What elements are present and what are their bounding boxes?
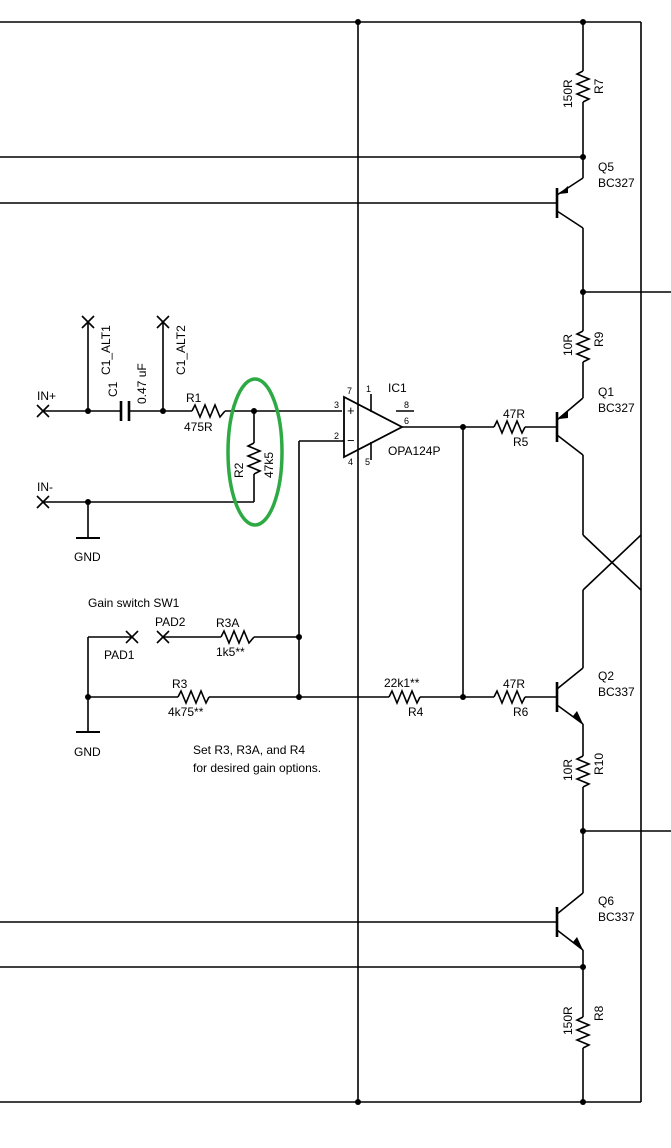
note-line1: Set R3, R3A, and R4: [193, 743, 305, 757]
r6-value: 47R: [503, 677, 525, 691]
gain-section: Gain switch SW1 PAD1 PAD2 R3A 1k5** R3 4…: [74, 596, 494, 775]
output-stage: 47R R5 47R R6 150R R7 Q5 BC327 10R R9: [493, 19, 642, 1105]
opamp-pin2: 2: [334, 431, 339, 441]
q6-arrow-icon: [573, 937, 583, 950]
in-minus-label: IN-: [37, 480, 53, 494]
q6-collector: [556, 892, 584, 915]
q2-arrow-icon: [573, 711, 583, 724]
opamp-pin1: 1: [366, 384, 371, 394]
highlight-ellipse: [226, 377, 284, 527]
r3a-resistor: [220, 628, 255, 646]
opamp-pin6: 6: [404, 416, 409, 426]
r1-value: 475R: [184, 420, 213, 434]
in-plus-label: IN+: [37, 389, 56, 403]
opamp-triangle: [343, 395, 404, 459]
sw1-title: Gain switch SW1: [88, 596, 180, 610]
opamp-minus-sign: −: [347, 433, 355, 448]
r3-resistor: [177, 688, 210, 706]
r7-resistor: [574, 70, 592, 103]
ic1-part: OPA124P: [388, 444, 440, 458]
opamp-pin8: 8: [404, 400, 409, 410]
wire-cross-b: [582, 534, 642, 591]
junction-r3a: [296, 634, 302, 640]
r1-resistor: [191, 402, 226, 420]
pad1-cross-icon[interactable]: [125, 630, 139, 644]
q5-part: BC327: [598, 176, 635, 190]
q6-emitter: [556, 929, 584, 951]
q2-part: BC337: [598, 685, 635, 699]
r2-value: 47k5: [262, 452, 276, 478]
q5-arrow-icon: [559, 186, 568, 194]
r4-resistor: [388, 688, 421, 706]
r8-resistor: [574, 1016, 592, 1049]
junction-top-rail-358: [355, 19, 361, 25]
junction-c1-alt2: [160, 408, 166, 414]
ic1-ref: IC1: [388, 381, 407, 395]
r6-ref: R6: [513, 705, 529, 719]
q5-collector: [556, 210, 584, 229]
c1-value: 0.47 uF: [135, 363, 149, 404]
pad1-label: PAD1: [104, 648, 135, 662]
q1-ref: Q1: [598, 385, 614, 399]
r9-ref: R9: [592, 331, 606, 347]
c1-alt2-label: C1_ALT2: [174, 325, 188, 375]
r10-ref: R10: [592, 753, 606, 775]
q2-collector: [556, 667, 584, 690]
opamp-ic1: + − 3 2 7 4 1 5 8 6 IC1 OPA124P: [298, 19, 494, 1105]
opamp-pin5: 5: [365, 457, 370, 467]
gnd-upper-label: GND: [74, 550, 101, 564]
opamp-pin7: 7: [347, 386, 352, 396]
r5-resistor: [493, 418, 526, 436]
q1-collector: [556, 434, 584, 456]
opamp-plus-sign: +: [347, 403, 355, 418]
q6-ref: Q6: [598, 894, 614, 908]
q2-emitter: [556, 704, 584, 725]
r3-value: 4k75**: [168, 705, 204, 719]
r7-ref: R7: [592, 78, 606, 94]
r1-ref: R1: [186, 391, 202, 405]
r8-ref: R8: [592, 1005, 606, 1021]
r5-value: 47R: [503, 407, 525, 421]
junction-top-rail-583: [580, 19, 586, 25]
r2-resistor: [245, 442, 263, 475]
r8-value: 150R: [561, 1006, 575, 1035]
c1-alt2-cross-icon[interactable]: [156, 315, 170, 329]
opamp-pin3: 3: [334, 400, 339, 410]
r5-ref: R5: [513, 435, 529, 449]
r10-value: 10R: [561, 759, 575, 781]
r7-value: 150R: [561, 79, 575, 108]
junction-r3-r4: [296, 694, 302, 700]
junction-bottom-rail-583: [580, 1099, 586, 1105]
c1-ref: C1: [106, 381, 120, 397]
q6-part: BC337: [598, 910, 635, 924]
junction-out-bottom: [460, 694, 466, 700]
r3a-ref: R3A: [216, 616, 239, 630]
q5-ref: Q5: [598, 160, 614, 174]
note-line2: for desired gain options.: [193, 761, 321, 775]
junction-bottom-rail-358: [355, 1099, 361, 1105]
r6-resistor: [493, 688, 526, 706]
rail-wires: [0, 21, 671, 1103]
q1-arrow-icon: [559, 411, 568, 419]
r9-resistor: [574, 330, 592, 363]
pad2-label: PAD2: [155, 615, 186, 629]
input-section: IN+ C1 0.47 uF C1_ALT1 C1_ALT2 R1 475R R…: [36, 315, 342, 564]
q1-part: BC327: [598, 401, 635, 415]
junction-c1-alt1: [85, 408, 91, 414]
r9-value: 10R: [561, 334, 575, 356]
r4-value: 22k1**: [384, 676, 420, 690]
c1-alt1-label: C1_ALT1: [99, 325, 113, 375]
q1-emitter: [556, 397, 584, 421]
r2-ref: R2: [232, 462, 246, 478]
opamp-pin4: 4: [348, 457, 353, 467]
r3a-value: 1k5**: [216, 645, 245, 659]
c1-alt1-cross-icon[interactable]: [81, 315, 95, 329]
r10-resistor: [574, 755, 592, 788]
r3-ref: R3: [172, 677, 188, 691]
q2-ref: Q2: [598, 669, 614, 683]
gnd-lower-label: GND: [74, 745, 101, 759]
r4-ref: R4: [408, 705, 424, 719]
